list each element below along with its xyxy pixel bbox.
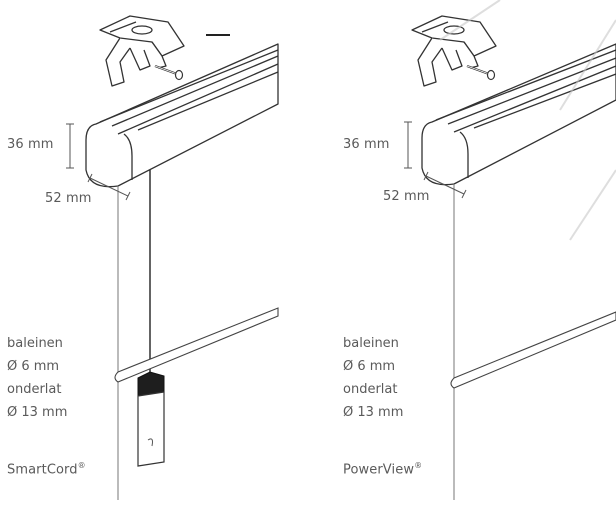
right-spec-slat-diameter: Ø 6 mm: [343, 359, 396, 374]
smartcord-handle: [137, 371, 165, 467]
right-height-dimension: 36 mm: [343, 137, 390, 152]
right-headrail: [421, 43, 616, 186]
left-spec-bottom-rail-diameter: Ø 13 mm: [7, 405, 68, 420]
left-bottom-rail: [114, 307, 279, 383]
left-mounting-bracket: [99, 15, 185, 87]
right-specs: baleinen Ø 6 mm onderlat Ø 13 mm: [343, 332, 403, 424]
right-bottom-rail: [450, 311, 616, 389]
left-spec-bottom-rail-label: onderlat: [7, 382, 62, 397]
left-width-dimension: 52 mm: [45, 191, 92, 206]
left-height-dimension: 36 mm: [7, 137, 54, 152]
smartcord-label: SmartCord: [7, 462, 78, 478]
left-screw: [153, 64, 184, 81]
left-spec-slat-label: baleinen: [7, 336, 63, 351]
left-spec-slat-diameter: Ø 6 mm: [7, 359, 60, 374]
right-spec-bottom-rail-label: onderlat: [343, 382, 398, 397]
right-blind-drawing: [404, 15, 616, 500]
left-dimension-lines: [66, 123, 131, 201]
right-width-dimension: 52 mm: [383, 189, 430, 204]
right-mounting-bracket: [411, 15, 497, 87]
left-blind-drawing: [66, 15, 279, 500]
right-screw: [465, 64, 496, 81]
right-spec-bottom-rail-diameter: Ø 13 mm: [343, 405, 404, 420]
right-registered-mark: ®: [414, 461, 423, 470]
left-specs: baleinen Ø 6 mm onderlat Ø 13 mm: [7, 332, 67, 424]
powerview-label: PowerView: [343, 462, 415, 478]
right-product-name: PowerView®: [343, 461, 423, 478]
left-product-name: SmartCord®: [7, 461, 86, 478]
watermark-strokes: [439, 0, 616, 241]
right-spec-slat-label: baleinen: [343, 336, 399, 351]
right-dimension-lines: [404, 121, 467, 199]
left-registered-mark: ®: [77, 461, 86, 470]
